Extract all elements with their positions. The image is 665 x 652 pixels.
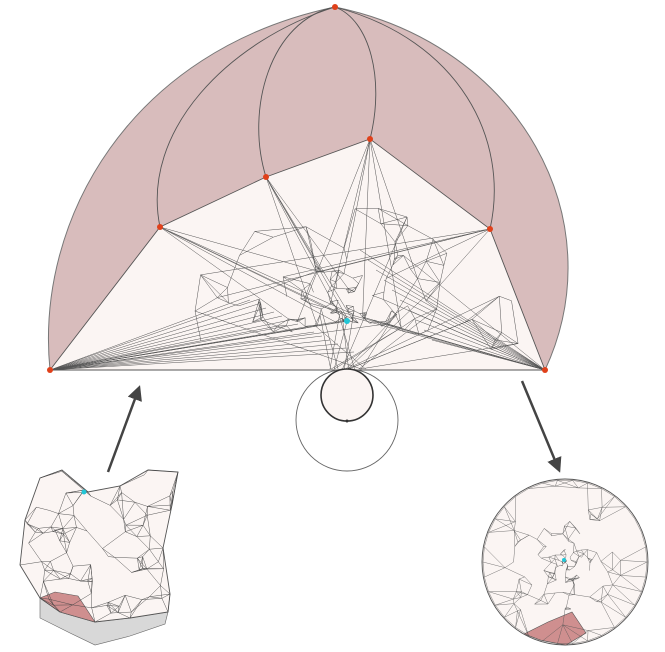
disk-center-vertex <box>562 558 566 562</box>
boundary-vertex-2 <box>157 224 163 230</box>
inner-circle <box>321 369 373 421</box>
center-vertex <box>344 318 350 324</box>
boundary-vertex-5 <box>487 226 493 232</box>
boundary-vertex-3 <box>263 174 269 180</box>
boundary-vertex-4 <box>367 136 373 142</box>
arrow-face-to-hemisphere <box>108 388 139 472</box>
tangent-circles <box>296 369 398 471</box>
hemisphere-mesh-panel <box>47 4 568 373</box>
disk-mesh-panel <box>482 479 648 645</box>
source-face-mesh-panel <box>20 470 178 645</box>
boundary-vertex-1 <box>47 367 53 373</box>
boundary-vertex-top <box>332 4 338 10</box>
boundary-vertex-6 <box>542 367 548 373</box>
circle-tangent-point <box>346 420 349 423</box>
arrow-hemisphere-to-disk <box>522 381 559 470</box>
face-center-vertex <box>82 490 87 495</box>
